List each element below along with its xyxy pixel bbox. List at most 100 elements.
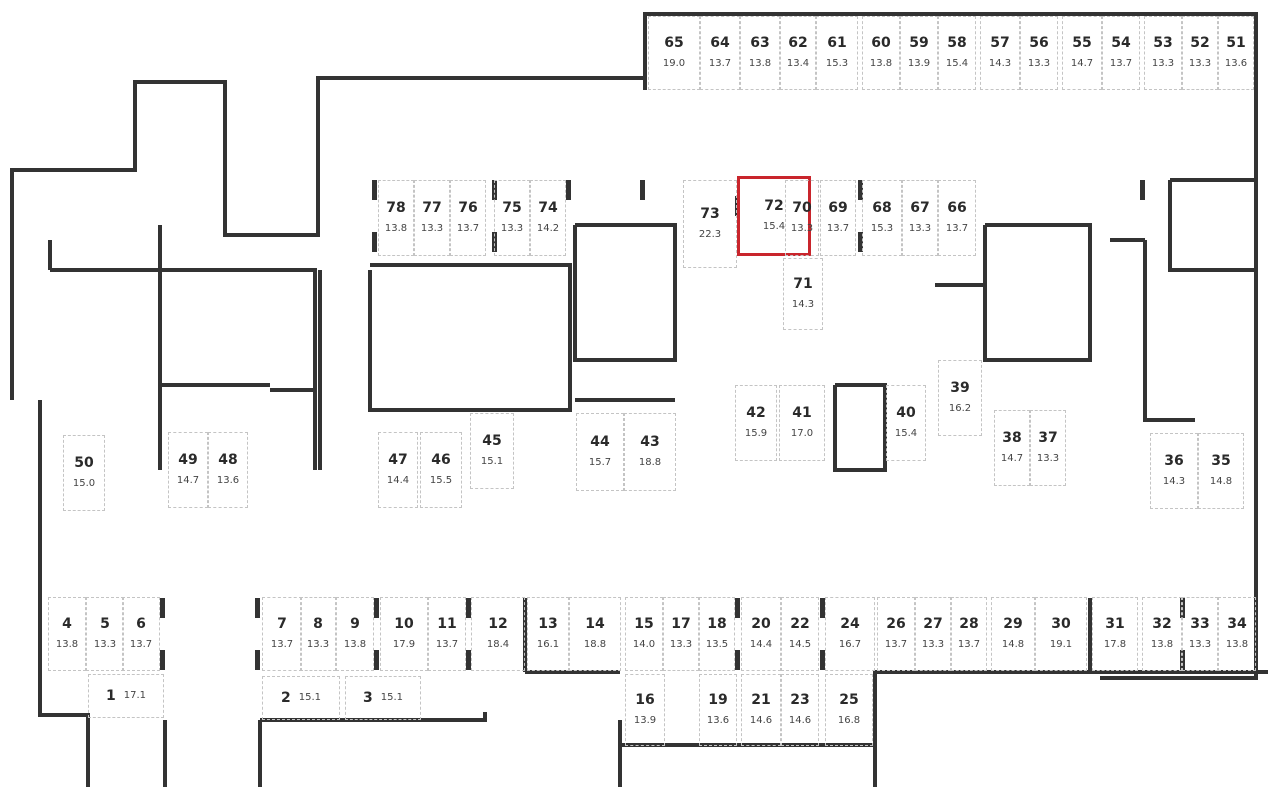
spot-area: 16.8 xyxy=(837,715,861,726)
spot-number: 22 xyxy=(790,616,810,632)
spot-area: 13.3 xyxy=(306,639,330,650)
spot-area: 17.1 xyxy=(123,690,146,701)
spot-area: 13.3 xyxy=(420,223,444,234)
spot-area: 15.5 xyxy=(429,475,453,486)
spot-area: 18.8 xyxy=(638,457,662,468)
spot-area: 18.8 xyxy=(583,639,607,650)
spot-number: 45 xyxy=(482,433,502,449)
spot-number: 9 xyxy=(350,616,360,632)
spot-area: 13.8 xyxy=(869,58,893,69)
spot-area: 16.1 xyxy=(536,639,560,650)
spot-area: 17.0 xyxy=(790,428,814,439)
spot-number: 57 xyxy=(990,35,1010,51)
spot-area: 13.4 xyxy=(786,58,810,69)
spot-number: 18 xyxy=(707,616,727,632)
spot-area: 14.5 xyxy=(788,639,812,650)
parking-spot-22[interactable]: 22 14.5 xyxy=(781,597,819,671)
spot-area: 13.7 xyxy=(270,639,294,650)
spot-area: 13.8 xyxy=(384,223,408,234)
spot-area: 13.7 xyxy=(826,223,850,234)
spot-number: 67 xyxy=(910,200,930,216)
spot-area: 14.6 xyxy=(788,715,812,726)
